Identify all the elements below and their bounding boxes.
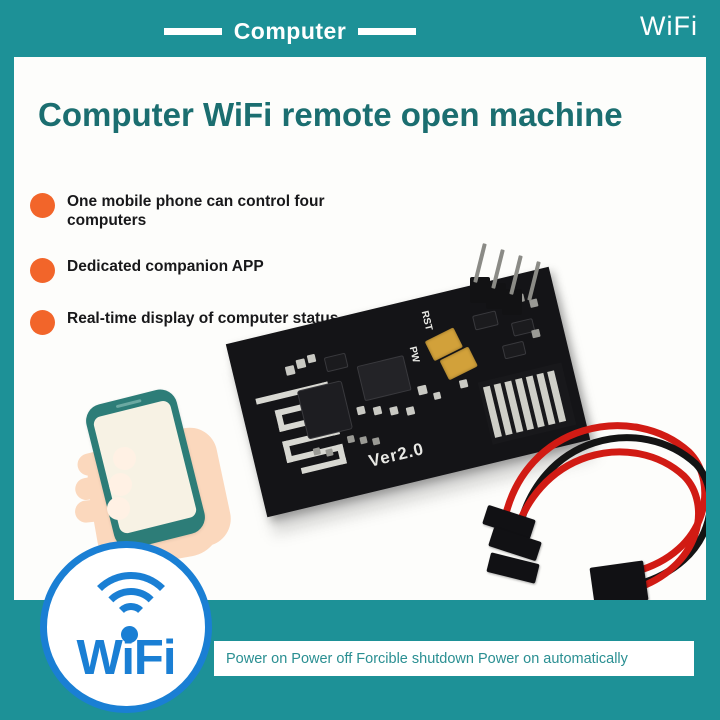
- feature-text: One mobile phone can control four comput…: [67, 193, 325, 229]
- wire-curves: [500, 422, 706, 594]
- smd-component: [501, 340, 527, 360]
- bullet-dot-icon: [30, 257, 55, 283]
- smd-component: [323, 352, 349, 373]
- board-label-pw: PW: [406, 345, 422, 364]
- header-dash-left-icon: [163, 27, 222, 35]
- footer-features-text: Power on Power off Forcible shutdown Pow…: [226, 650, 628, 667]
- list-item: One mobile phone can control four comput…: [30, 192, 360, 231]
- hand-fingertip-shape: [109, 473, 132, 496]
- wifi-arc-middle: [99, 588, 163, 652]
- wifi-signal-icon: [83, 572, 179, 630]
- hand-fingertip-shape: [113, 447, 136, 470]
- hand-holding-phone-illustration: [69, 385, 254, 577]
- feature-list: One mobile phone can control four comput…: [30, 192, 360, 361]
- wifi-arc-inner: [114, 603, 148, 637]
- ic-chip: [356, 355, 412, 402]
- header-wifi-label: WiFi: [640, 11, 698, 41]
- top-header-bar: Computer WiFi: [0, 0, 720, 57]
- wifi-badge: WiFi: [40, 541, 212, 713]
- wifi-badge-label: WiFi: [76, 631, 177, 685]
- pcb-board-photo: Ver2.0 RST PW: [225, 243, 602, 573]
- hand-fingertip-shape: [107, 497, 130, 520]
- wifi-arc-outer: [83, 572, 179, 668]
- bullet-dot-icon: [30, 309, 55, 335]
- header-dash-right-icon: [358, 27, 417, 35]
- feature-text: Real-time display of computer status: [67, 309, 339, 327]
- header-category-label: Computer: [233, 17, 347, 44]
- list-item: Dedicated companion APP: [30, 257, 360, 283]
- smd-component: [472, 310, 499, 331]
- board-label-rst: RST: [418, 309, 435, 332]
- bullet-dot-icon: [30, 193, 55, 218]
- footer-strip: Power on Power off Forcible shutdown Pow…: [214, 641, 694, 676]
- page-title: Computer WiFi remote open machine: [38, 96, 623, 133]
- list-item: Real-time display of computer status: [30, 309, 360, 335]
- feature-text: Dedicated companion APP: [67, 257, 264, 275]
- wifi-dot-icon: [121, 626, 138, 643]
- header-category-group: Computer: [0, 16, 580, 46]
